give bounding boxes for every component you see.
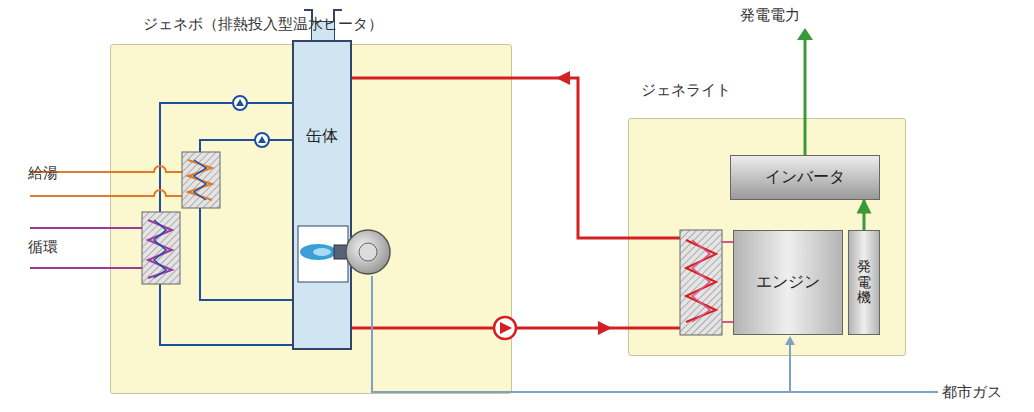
panel-title: ジェネボ（排熱投入型温水ヒータ）	[143, 15, 383, 34]
power-connector	[863, 200, 866, 230]
pump	[494, 317, 516, 339]
gas-label: 都市ガス	[942, 383, 1002, 402]
heat-exchanger	[142, 212, 180, 284]
engine-box: エンジン	[733, 230, 843, 335]
supply-pipe	[30, 166, 182, 172]
tank-body: 缶体	[292, 40, 352, 350]
circulation-pipe	[30, 267, 142, 269]
inverter-box: インバータ	[730, 155, 880, 200]
circulation-pipe	[30, 227, 142, 229]
gas-pipe	[789, 340, 791, 392]
box-label: インバータ	[765, 167, 845, 188]
chimney-fill	[312, 22, 334, 40]
coolant-pipe	[722, 242, 733, 322]
hot-water-pipe	[352, 78, 680, 238]
power-arrowhead	[797, 28, 813, 40]
gas-pipe	[372, 276, 938, 392]
generator-box: 発電機	[848, 230, 880, 335]
pipe-label: 循環	[28, 238, 58, 257]
panel-title: ジェネライト	[641, 81, 731, 100]
pipe-label: 給湯	[28, 164, 58, 183]
flow-arrow	[785, 336, 795, 345]
fan	[346, 230, 390, 274]
box-label: 缶体	[306, 126, 338, 147]
heat-exchanger	[182, 152, 220, 208]
flow-arrow	[598, 321, 612, 335]
box-label: エンジン	[756, 272, 820, 293]
supply-pipe	[30, 190, 182, 196]
pump	[233, 96, 247, 110]
box-label: 発電機	[857, 259, 871, 305]
heat-exchanger	[680, 230, 722, 335]
output-label: 発電電力	[740, 6, 800, 25]
chimney	[304, 10, 342, 40]
power-arrow	[804, 38, 807, 155]
flow-arrow	[556, 71, 570, 85]
pump	[255, 133, 269, 147]
